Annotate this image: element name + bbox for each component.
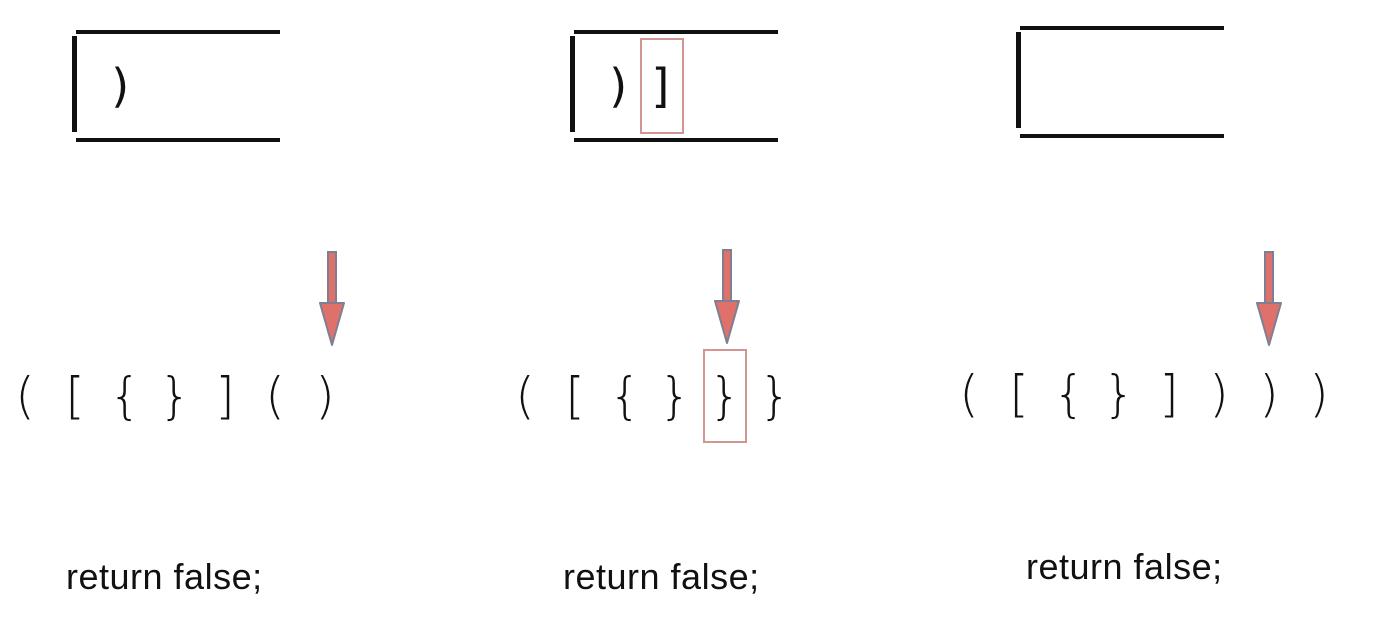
- down-arrow-icon: [714, 249, 740, 344]
- sequence-char: }: [159, 367, 191, 425]
- sequence-char-highlighted: }: [703, 349, 747, 443]
- stack-bottom-edge: [1020, 134, 1224, 138]
- stack-items: ) ]: [598, 38, 684, 134]
- stack-items: ): [100, 44, 142, 128]
- stack-item: ): [605, 59, 633, 113]
- bracket-sequence: ( [ { } ] ( ): [0, 346, 350, 446]
- sequence-char: ): [1209, 365, 1229, 423]
- sequence-char: [: [565, 367, 585, 425]
- panel-2: ) ] ( [ { } } } return false;: [500, 0, 920, 628]
- stack-top-edge: [574, 30, 778, 34]
- stack-bottom-edge: [574, 138, 778, 142]
- panel-3: ( [ { } ] ) ) ) return false;: [940, 0, 1388, 628]
- stack-top-edge: [76, 30, 280, 34]
- stack-item: ): [107, 59, 135, 113]
- panel-1: ) ( [ { } ] ( ) return false;: [0, 0, 460, 628]
- sequence-char: }: [759, 367, 791, 425]
- sequence-char: {: [109, 367, 141, 425]
- stack-bottom-wall: [570, 36, 575, 132]
- sequence-char: (: [15, 367, 35, 425]
- result-text: return false;: [1026, 546, 1223, 587]
- sequence-char: (: [515, 367, 535, 425]
- sequence-char: {: [1053, 365, 1085, 423]
- stack-top-edge: [1020, 26, 1224, 30]
- bracket-sequence: ( [ { } ] ) ) ): [944, 344, 1344, 444]
- stack-bottom-wall: [72, 36, 77, 132]
- stack-item-highlighted: ]: [640, 38, 684, 134]
- sequence-char: }: [1103, 365, 1135, 423]
- sequence-char: ]: [1159, 365, 1179, 423]
- result-text: return false;: [66, 556, 263, 597]
- stack-bottom-wall: [1016, 32, 1021, 128]
- sequence-char: [: [65, 367, 85, 425]
- bracket-sequence: ( [ { } } }: [500, 346, 800, 446]
- stack-bottom-edge: [76, 138, 280, 142]
- stack-container: ): [72, 30, 282, 142]
- result-text: return false;: [563, 556, 760, 597]
- down-arrow-icon: [319, 251, 345, 346]
- sequence-char: (: [959, 365, 979, 423]
- sequence-char: (: [265, 367, 285, 425]
- sequence-char: ]: [215, 367, 235, 425]
- sequence-char: ): [1259, 365, 1279, 423]
- stack-container: [1016, 26, 1226, 138]
- sequence-char: {: [609, 367, 641, 425]
- sequence-char: }: [659, 367, 691, 425]
- sequence-char: ): [1309, 365, 1329, 423]
- down-arrow-icon: [1256, 251, 1282, 346]
- sequence-char: [: [1009, 365, 1029, 423]
- stack-container: ) ]: [570, 30, 780, 142]
- sequence-char: ): [315, 367, 335, 425]
